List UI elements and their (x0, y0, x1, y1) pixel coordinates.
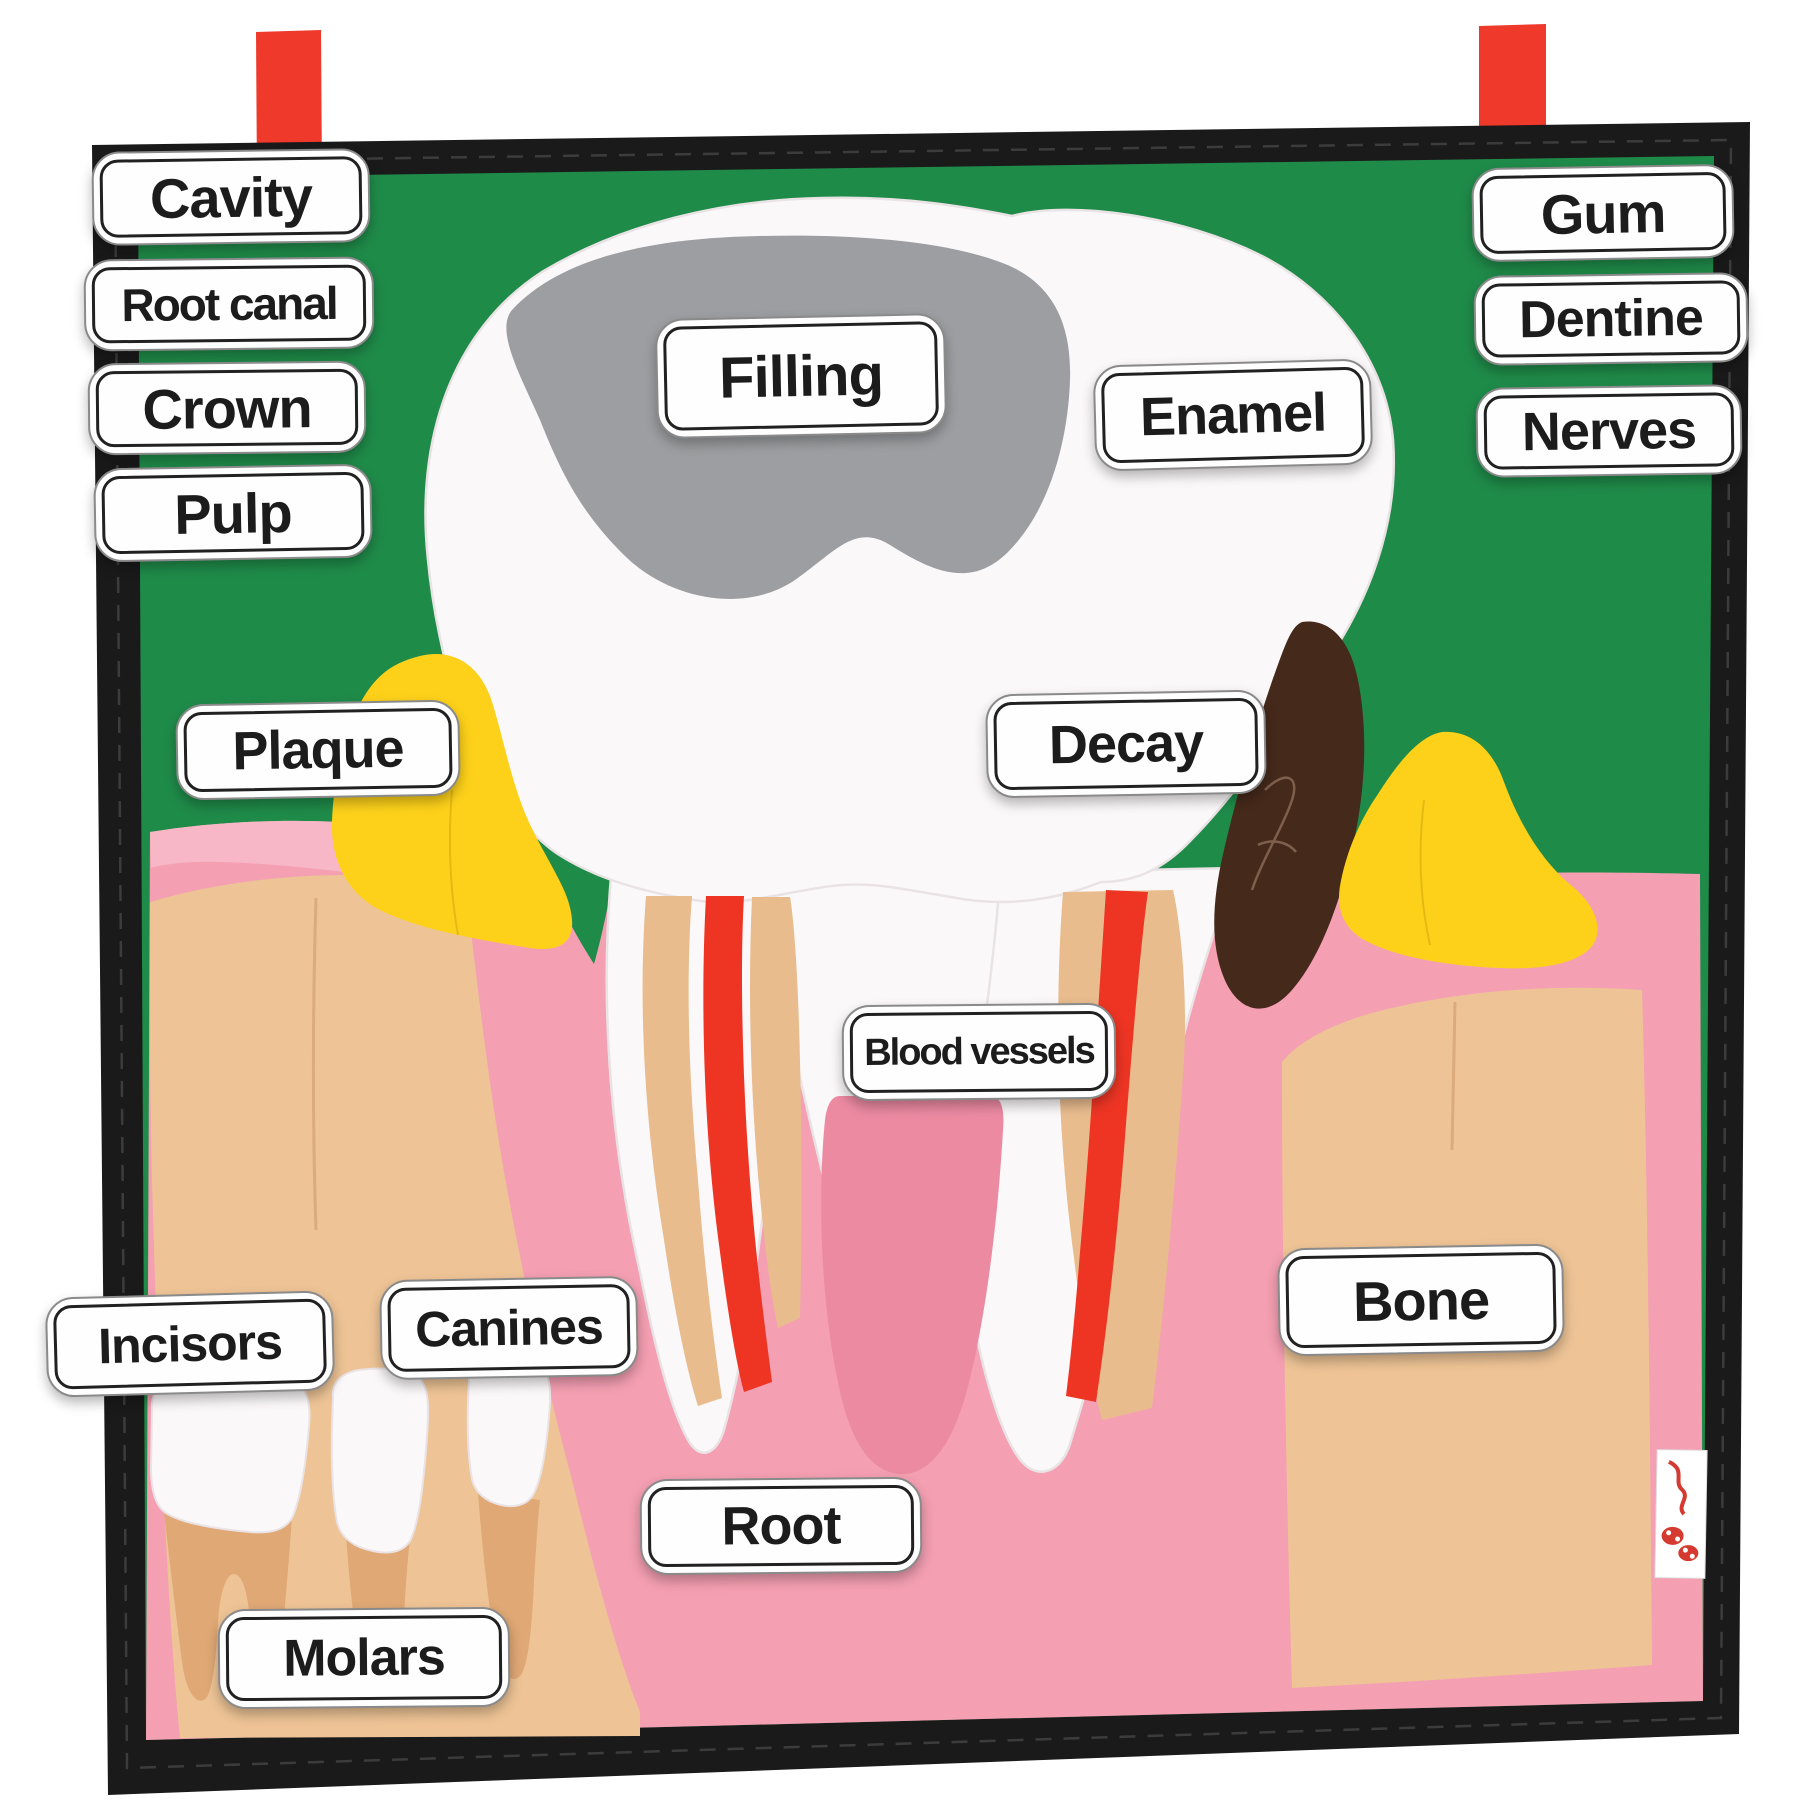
pulp-piece (821, 1096, 1004, 1475)
bone-right-crease (1450, 1001, 1457, 1151)
brand-tag-script (1667, 1459, 1687, 1516)
mushroom-dot (1689, 1553, 1695, 1559)
canine-crown (466, 1355, 552, 1508)
label-crown-text: Crown (142, 375, 312, 441)
decay-patch[interactable] (1214, 621, 1365, 1009)
label-root-text: Root (721, 1495, 841, 1557)
mushroom-dot (1682, 1547, 1688, 1553)
bone-left-crease (311, 897, 318, 1231)
blood-vessel-left (703, 896, 772, 1392)
label-enamel-text: Enamel (1139, 382, 1327, 448)
plaque-right-crease (1419, 799, 1431, 946)
mat-border-stitching (113, 138, 1733, 1770)
label-cavity-text: Cavity (149, 164, 313, 230)
label-nerves-text: Nerves (1521, 399, 1697, 463)
brand-tag (1654, 1449, 1708, 1579)
label-canines-text: Canines (414, 1298, 604, 1358)
label-incisors[interactable]: Incisors (44, 1290, 336, 1398)
label-blood-vessels-text: Blood vessels (864, 1029, 1094, 1074)
decay-thread-marks (1250, 776, 1297, 891)
label-enamel[interactable]: Enamel (1092, 358, 1374, 472)
label-molars-text: Molars (282, 1628, 446, 1688)
label-bone[interactable]: Bone (1277, 1243, 1565, 1357)
label-canines[interactable]: Canines (379, 1275, 639, 1381)
label-plaque-text: Plaque (231, 718, 405, 782)
label-dentine-text: Dentine (1518, 288, 1704, 350)
incisor-crown-right (330, 1367, 430, 1554)
label-cavity[interactable]: Cavity (91, 148, 371, 246)
label-bone-text: Bone (1352, 1267, 1490, 1333)
label-gum-text: Gum (1540, 180, 1666, 246)
label-pulp[interactable]: Pulp (93, 463, 373, 563)
plaque-patch-right[interactable] (1339, 731, 1598, 969)
label-filling[interactable]: Filling (654, 312, 948, 440)
label-blood-vessels[interactable]: Blood vessels (841, 1002, 1117, 1102)
label-dentine[interactable]: Dentine (1473, 272, 1749, 366)
incisor-crown-left (149, 1371, 311, 1534)
mushroom-dot (1675, 1536, 1681, 1542)
label-incisors-text: Incisors (97, 1313, 283, 1375)
blood-vessel-right (1066, 890, 1148, 1402)
label-pulp-text: Pulp (173, 480, 293, 546)
mushroom-dot (1666, 1530, 1672, 1536)
label-decay-text: Decay (1048, 712, 1204, 776)
label-filling-text: Filling (718, 341, 884, 411)
label-molars[interactable]: Molars (217, 1606, 511, 1710)
label-root-canal[interactable]: Root canal (83, 256, 375, 352)
dentine-strip-left-outer (642, 896, 722, 1406)
label-nerves[interactable]: Nerves (1475, 384, 1743, 478)
dentine-strip-left-inner (750, 897, 802, 1328)
label-plaque[interactable]: Plaque (175, 699, 461, 801)
label-gum[interactable]: Gum (1471, 163, 1735, 263)
label-decay[interactable]: Decay (985, 689, 1267, 799)
label-crown[interactable]: Crown (87, 360, 367, 456)
label-root[interactable]: Root (639, 1476, 923, 1576)
label-root-canal-text: Root canal (121, 276, 337, 332)
plaque-left-crease (449, 789, 459, 936)
